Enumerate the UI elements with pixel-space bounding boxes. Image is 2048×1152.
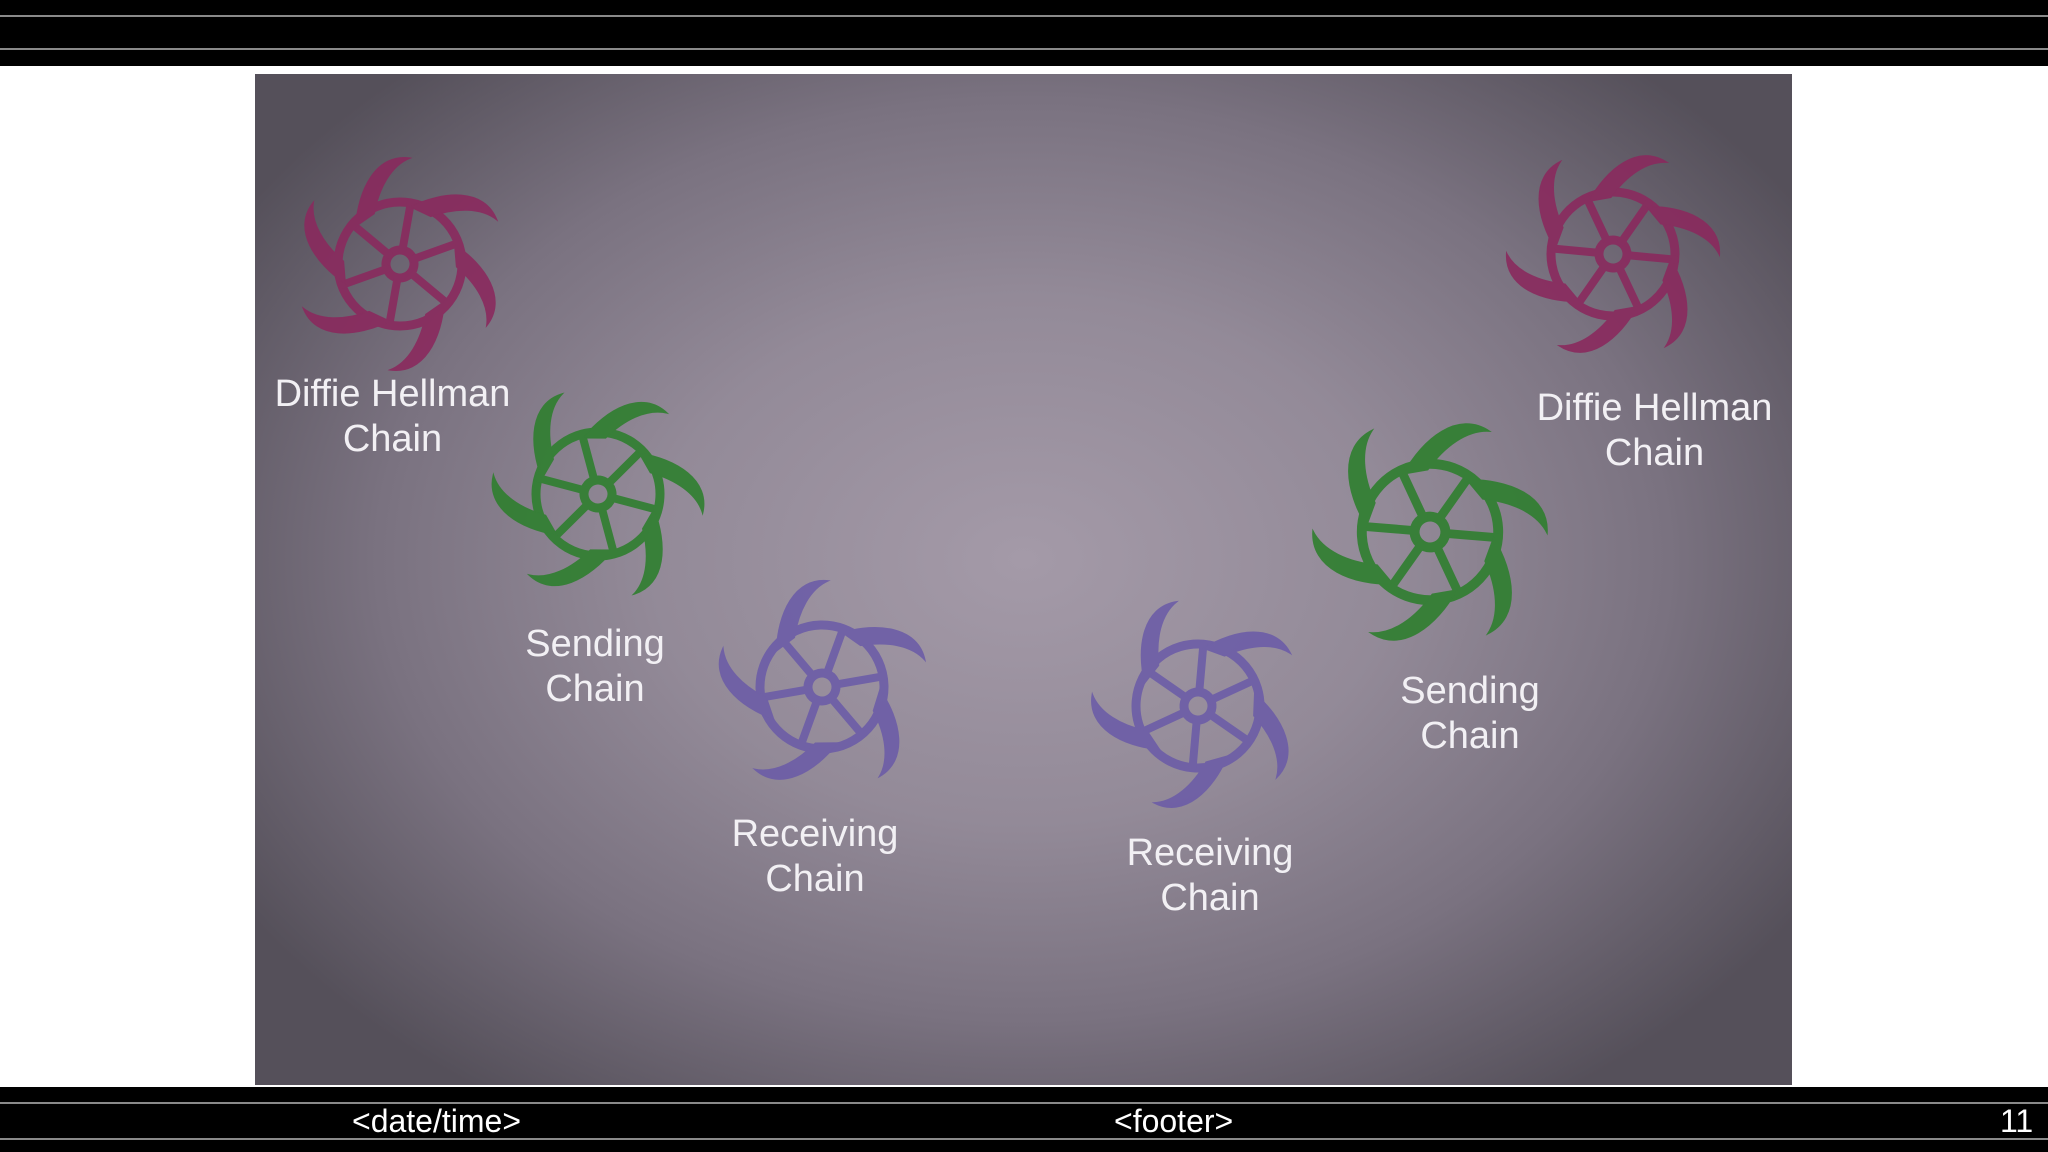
label-diffie-hellman-right: Diffie Hellman Chain bbox=[1536, 387, 1773, 474]
slide-number: 11 bbox=[2000, 1103, 2034, 1139]
label-receiving-right: Receiving Chain bbox=[1126, 832, 1294, 919]
footer-text: <footer> bbox=[1114, 1103, 1234, 1139]
diffie-hellman-gear-right bbox=[1495, 144, 1731, 364]
header-rule bbox=[0, 15, 2048, 17]
diffie-hellman-gear-left bbox=[295, 145, 505, 383]
footer-rule bbox=[0, 1102, 2048, 1104]
label-diffie-hellman-left: Diffie Hellman Chain bbox=[274, 373, 511, 460]
header-rule bbox=[0, 48, 2048, 50]
label-receiving-left: Receiving Chain bbox=[731, 813, 899, 900]
footer-date-time: <date/time> bbox=[352, 1103, 521, 1139]
gears-illustration bbox=[295, 144, 1731, 820]
ratchet-photo: Diffie Hellman Chain Sending Chain Recei… bbox=[255, 74, 1792, 1085]
footer-bar bbox=[0, 1087, 2048, 1152]
label-sending-right: Sending Chain bbox=[1400, 670, 1540, 757]
header-bar bbox=[0, 0, 2048, 66]
footer-rule bbox=[0, 1138, 2048, 1140]
label-sending-left: Sending Chain bbox=[525, 623, 665, 710]
receiving-gear-right bbox=[1079, 593, 1296, 820]
